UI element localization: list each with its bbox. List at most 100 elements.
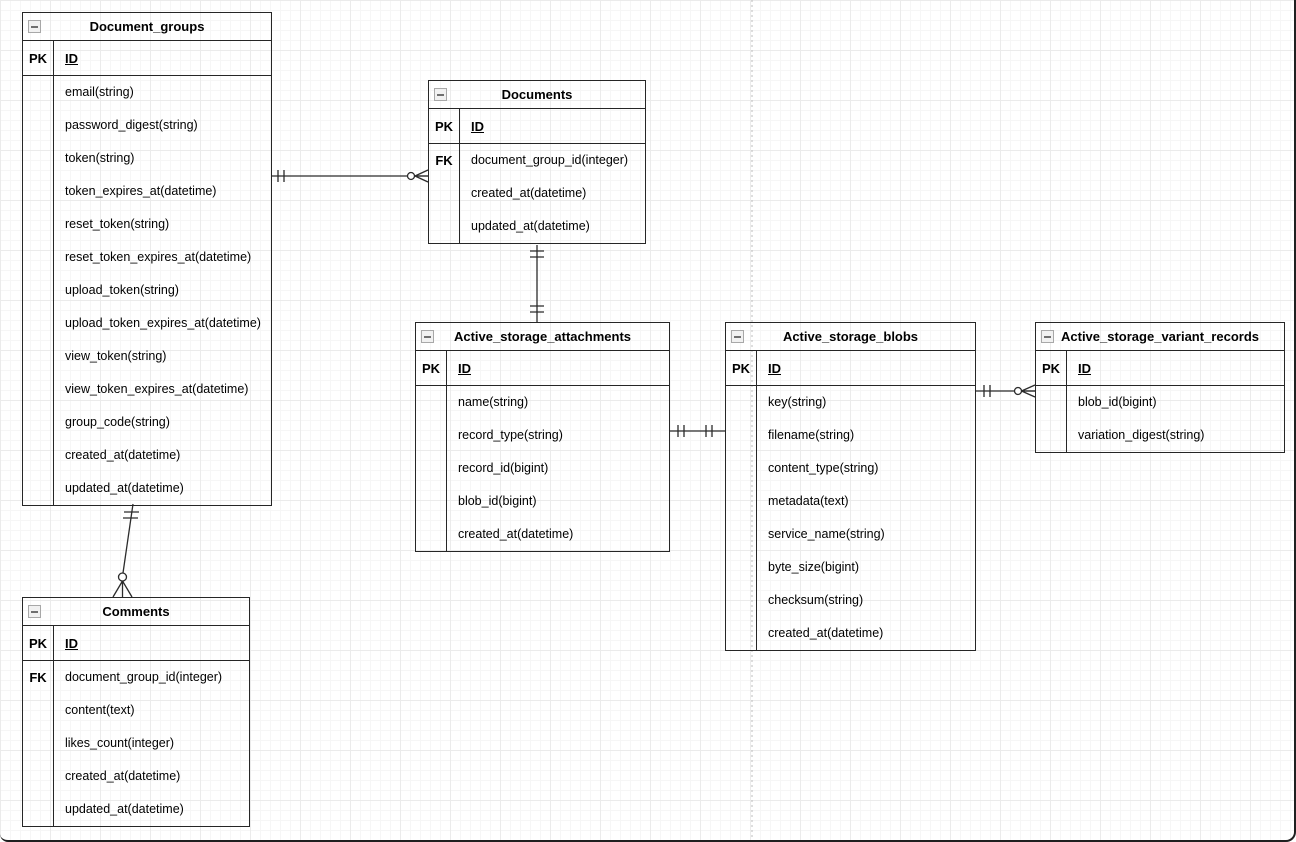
connector-document-groups-comments[interactable]: [112, 503, 139, 598]
table-header[interactable]: Active_storage_variant_records: [1036, 323, 1284, 351]
field-row[interactable]: upload_token_expires_at(datetime): [23, 307, 271, 340]
field-row[interactable]: created_at(datetime): [726, 617, 975, 650]
key-cell: [726, 452, 757, 485]
collapse-minus-icon[interactable]: [434, 88, 447, 101]
exactly-one-marker: [705, 425, 713, 437]
field-label: group_code(string): [65, 415, 170, 429]
field-label: created_at(datetime): [471, 186, 587, 200]
field-row[interactable]: upload_token(string): [23, 274, 271, 307]
collapse-minus-icon[interactable]: [731, 330, 744, 343]
id-field: ID: [65, 636, 78, 651]
key-cell: [726, 584, 757, 617]
key-cell: [23, 406, 54, 439]
field-row[interactable]: updated_at(datetime): [23, 793, 249, 826]
field-label: byte_size(bigint): [768, 560, 860, 574]
key-cell: FK: [23, 661, 54, 694]
field-label: created_at(datetime): [768, 626, 884, 640]
field-label: token_expires_at(datetime): [65, 184, 217, 198]
exactly-one-marker: [983, 385, 991, 397]
key-cell: PK: [1036, 351, 1067, 385]
field-row[interactable]: filename(string): [726, 419, 975, 452]
field-row[interactable]: reset_token_expires_at(datetime): [23, 241, 271, 274]
field-row[interactable]: key(string): [726, 386, 975, 419]
field-row[interactable]: group_code(string): [23, 406, 271, 439]
field-row[interactable]: created_at(datetime): [23, 439, 271, 472]
key-cell: FK: [429, 144, 460, 177]
key-cell: [23, 241, 54, 274]
field-label: name(string): [458, 395, 529, 409]
field-row[interactable]: byte_size(bigint): [726, 551, 975, 584]
field-row[interactable]: service_name(string): [726, 518, 975, 551]
field-row[interactable]: created_at(datetime): [416, 518, 669, 551]
connector-blobs-variant-records[interactable]: [976, 384, 1036, 398]
key-cell: [726, 419, 757, 452]
field-row[interactable]: email(string): [23, 76, 271, 109]
field-row[interactable]: variation_digest(string): [1036, 419, 1284, 452]
field-row[interactable]: blob_id(bigint): [1036, 386, 1284, 419]
connector-documents-attachments[interactable]: [530, 245, 544, 322]
connector-attachments-blobs[interactable]: [670, 425, 725, 437]
key-cell: [23, 694, 54, 727]
table-header[interactable]: Active_storage_blobs: [726, 323, 975, 351]
field-row[interactable]: likes_count(integer): [23, 727, 249, 760]
field-row[interactable]: record_type(string): [416, 419, 669, 452]
field-row[interactable]: updated_at(datetime): [23, 472, 271, 505]
key-cell: [23, 439, 54, 472]
field-row[interactable]: content_type(string): [726, 452, 975, 485]
table-header[interactable]: Comments: [23, 598, 249, 626]
field-row[interactable]: token_expires_at(datetime): [23, 175, 271, 208]
collapse-minus-icon[interactable]: [28, 605, 41, 618]
field-row[interactable]: reset_token(string): [23, 208, 271, 241]
table-header[interactable]: Document_groups: [23, 13, 271, 41]
field-label: token(string): [65, 151, 135, 165]
field-row[interactable]: checksum(string): [726, 584, 975, 617]
key-cell: [726, 485, 757, 518]
field-row[interactable]: metadata(text): [726, 485, 975, 518]
field-row[interactable]: created_at(datetime): [23, 760, 249, 793]
field-label: content(text): [65, 703, 135, 717]
field-label: reset_token_expires_at(datetime): [65, 250, 252, 264]
field-row[interactable]: name(string): [416, 386, 669, 419]
field-row[interactable]: view_token_expires_at(datetime): [23, 373, 271, 406]
field-label: blob_id(bigint): [1078, 395, 1157, 409]
field-row[interactable]: password_digest(string): [23, 109, 271, 142]
key-cell: [1036, 419, 1067, 452]
field-row[interactable]: blob_id(bigint): [416, 485, 669, 518]
collapse-minus-icon[interactable]: [421, 330, 434, 343]
key-cell: [416, 518, 447, 551]
table-header[interactable]: Active_storage_attachments: [416, 323, 669, 351]
field-row[interactable]: view_token(string): [23, 340, 271, 373]
key-cell: [726, 617, 757, 650]
connector-document-groups-documents[interactable]: [272, 169, 429, 183]
collapse-minus-icon[interactable]: [28, 20, 41, 33]
field-row[interactable]: created_at(datetime): [429, 177, 645, 210]
table-title: Document_groups: [89, 19, 205, 34]
key-cell: [23, 472, 54, 505]
field-label: record_id(bigint): [458, 461, 549, 475]
field-row[interactable]: token(string): [23, 142, 271, 175]
field-label: reset_token(string): [65, 217, 170, 231]
collapse-minus-icon[interactable]: [1041, 330, 1054, 343]
field-row[interactable]: record_id(bigint): [416, 452, 669, 485]
field-row[interactable]: updated_at(datetime): [429, 210, 645, 243]
field-row[interactable]: content(text): [23, 694, 249, 727]
crow-foot-marker: [414, 169, 429, 183]
key-cell: [23, 793, 54, 826]
table-header[interactable]: Documents: [429, 81, 645, 109]
field-label: variation_digest(string): [1078, 428, 1205, 442]
